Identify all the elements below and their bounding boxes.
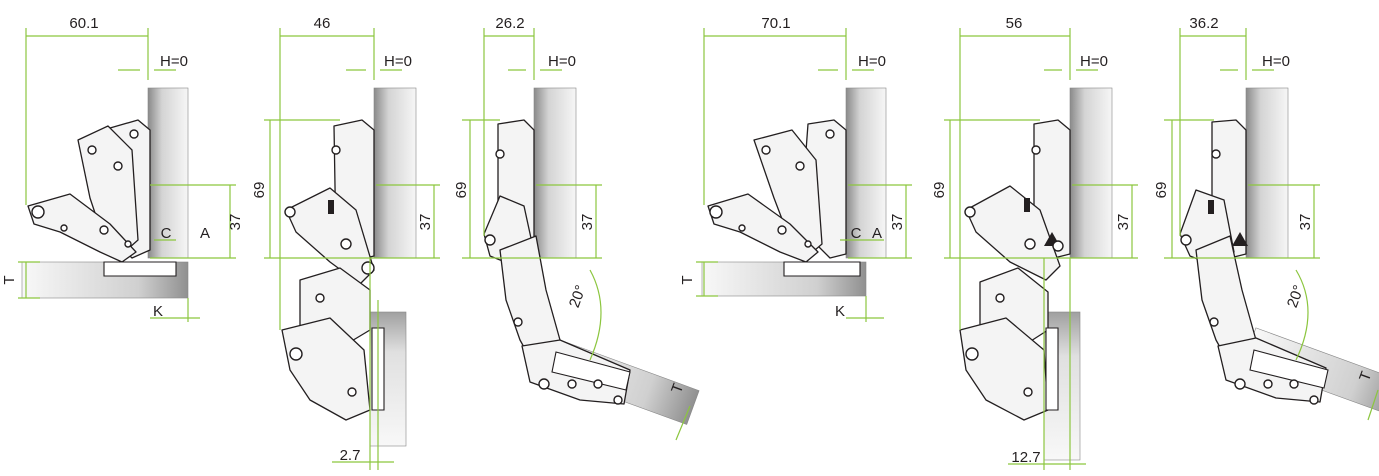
overlay-h-label: H=0 xyxy=(548,53,576,70)
width-dimension: 56 xyxy=(1006,15,1023,32)
hinge-mechanism xyxy=(27,119,177,277)
width-dimension: 36.2 xyxy=(1189,15,1218,32)
overlay-h-label: H=0 xyxy=(1080,53,1108,70)
height-dimension: 37 xyxy=(1115,214,1132,231)
overlay-h-label: H=0 xyxy=(160,53,188,70)
cabinet-side-panel xyxy=(845,87,887,259)
height-dimension: 37 xyxy=(1297,214,1314,231)
cabinet-side-panel xyxy=(533,87,577,259)
k-label: K xyxy=(153,303,163,320)
width-dimension: 60.1 xyxy=(69,15,98,32)
figure-6: 36.2 H=0 69 37 20° T xyxy=(1153,15,1379,421)
bottom-dimension: 2.7 xyxy=(340,447,361,464)
width-dimension: 70.1 xyxy=(761,15,790,32)
c-label: C xyxy=(161,225,172,242)
cabinet-side-panel xyxy=(147,87,189,259)
height-dimension: 37 xyxy=(417,214,434,231)
overlay-h-label: H=0 xyxy=(1262,53,1290,70)
height-dimension: 37 xyxy=(579,214,596,231)
hinge-mechanism xyxy=(281,119,385,421)
height-dimension: 37 xyxy=(889,214,906,231)
t-label: T xyxy=(679,275,696,284)
a-label: A xyxy=(200,225,210,242)
t-label: T xyxy=(1,275,18,284)
hinge-mechanism xyxy=(707,119,861,277)
tall-dimension: 69 xyxy=(1153,182,1170,199)
figure-1: 60.1 H=0 37 C A T K xyxy=(1,15,244,322)
hinge-mechanism xyxy=(959,119,1071,421)
overlay-h-label: H=0 xyxy=(384,53,412,70)
a-label: A xyxy=(872,225,882,242)
tall-dimension: 69 xyxy=(251,182,268,199)
cabinet-side-panel xyxy=(1245,87,1289,259)
figure-2: 46 H=0 69 37 2.7 xyxy=(251,15,440,470)
cabinet-side-panel xyxy=(1069,87,1113,259)
angle-label: 20° xyxy=(566,283,590,310)
cabinet-side-panel xyxy=(373,87,417,259)
tall-dimension: 69 xyxy=(453,182,470,199)
overlay-h-label: H=0 xyxy=(858,53,886,70)
k-label: K xyxy=(835,303,845,320)
bottom-dimension: 12.7 xyxy=(1011,449,1040,466)
width-dimension: 26.2 xyxy=(495,15,524,32)
tall-dimension: 69 xyxy=(931,182,948,199)
c-label: C xyxy=(851,225,862,242)
height-dimension: 37 xyxy=(227,214,244,231)
hinge-mechanism xyxy=(483,119,631,405)
hinge-mechanism xyxy=(1179,119,1329,405)
figure-3: 26.2 H=0 69 37 20° T xyxy=(453,15,700,441)
figure-5: 56 H=0 69 37 12.7 xyxy=(931,15,1138,470)
angle-label: 20° xyxy=(1284,283,1308,310)
width-dimension: 46 xyxy=(314,15,331,32)
figure-4: 70.1 H=0 37 C A T K xyxy=(679,15,912,322)
